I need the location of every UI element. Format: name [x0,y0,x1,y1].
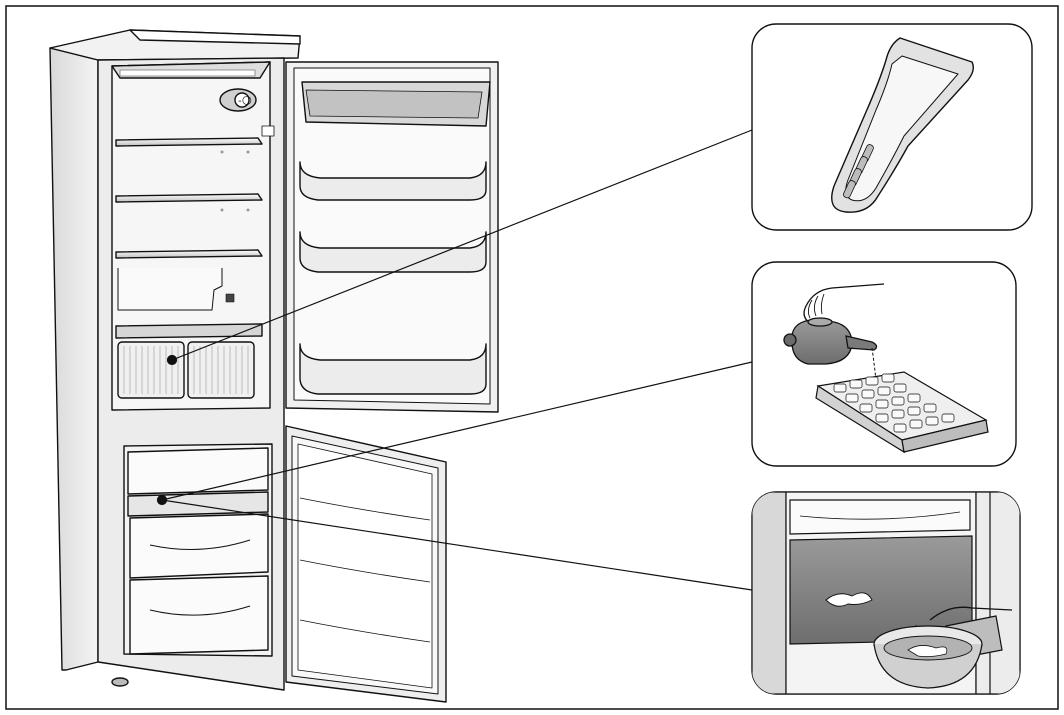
callout-panel-ice-scraper [751,23,1033,231]
callout-panel-defrost [751,491,1021,695]
svg-text:-🌕: -🌕 [238,96,252,107]
kettle-icon [783,317,878,365]
hand-icon [929,606,1013,621]
freezer-compartment [123,443,273,657]
leader-dot-crisper [166,354,178,366]
fridge-compartment: -🌕 [111,61,275,411]
bowl-icon [873,625,983,689]
freezer-door [285,425,447,703]
thermostat-knob-icon: -🌕 [219,88,257,112]
leader-line-defrost [161,499,753,591]
callout-leader-lines [156,129,753,591]
leader-line-ice-tray [161,361,753,501]
fridge-door [285,61,499,413]
callout-panel-ice-tray [751,261,1017,467]
scraper-icon [831,37,975,213]
leader-line-scraper [171,129,753,361]
ice-tray-icon [815,371,989,454]
leader-dot-freezer-drawer [156,494,168,506]
refrigerator: -🌕 [49,29,301,691]
